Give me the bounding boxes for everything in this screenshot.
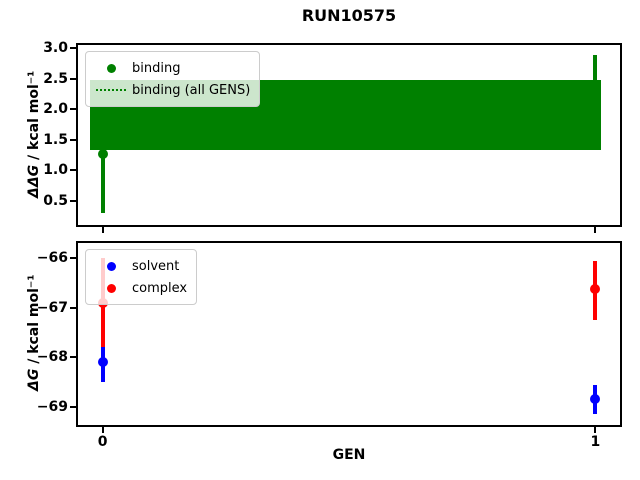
complex-dot-icon: [94, 283, 128, 293]
chart-title: RUN10575: [301, 6, 397, 25]
bottom-plot-area: solvent complex −69 −68 −67 −66 0 1: [37, 241, 622, 450]
y-tick-mark: [70, 257, 76, 260]
y-tick-label: 2.5: [43, 70, 68, 87]
y-tick-label: −66: [36, 250, 68, 267]
solvent-data-point: [97, 357, 108, 368]
y-tick-mark: [70, 356, 76, 359]
legend-label-complex: complex: [132, 280, 188, 296]
binding-data-point: [97, 148, 108, 159]
y-tick-mark: [70, 108, 76, 111]
x-tick-mark: [594, 427, 597, 433]
y-tick-mark: [70, 306, 76, 309]
y-tick-label: −68: [36, 349, 68, 366]
binding-data-point: [590, 92, 601, 103]
legend-label-binding: binding: [132, 60, 181, 76]
y-tick-label: −69: [36, 398, 68, 415]
y-tick-mark: [70, 138, 76, 141]
x-axis-label: GEN: [332, 447, 366, 463]
solvent-dot-icon: [94, 261, 128, 271]
bottom-legend: solvent complex: [85, 249, 198, 305]
y-axis-label-bottom: ΔG / kcal mol⁻¹: [24, 241, 44, 425]
legend-label-binding-all-gens: binding (all GENS): [132, 82, 251, 98]
y-axis-label-top-units: / kcal mol⁻¹: [26, 70, 42, 165]
legend-item-binding-all-gens: binding (all GENS): [94, 79, 250, 101]
y-axis-label-top-math: ΔΔG: [26, 164, 42, 198]
y-axis-label-top: ΔΔG / kcal mol⁻¹: [24, 43, 44, 225]
x-tick-mark: [101, 227, 104, 233]
complex-data-point: [590, 283, 601, 294]
y-tick-mark: [70, 405, 76, 408]
x-tick-label: 0: [97, 434, 108, 450]
y-tick-mark: [70, 199, 76, 202]
y-tick-mark: [70, 47, 76, 50]
x-tick-mark: [101, 427, 104, 433]
binding-dot-icon: [94, 63, 128, 73]
y-tick-mark: [70, 77, 76, 80]
y-tick-label: 1.0: [43, 162, 68, 179]
solvent-data-point: [590, 394, 601, 405]
legend-item-solvent: solvent: [94, 255, 187, 277]
x-tick-label: 1: [590, 434, 601, 450]
y-tick-mark: [70, 169, 76, 172]
y-tick-label: 2.0: [43, 101, 68, 118]
legend-item-complex: complex: [94, 277, 187, 299]
y-tick-label: 1.5: [43, 131, 68, 148]
top-legend: binding binding (all GENS): [85, 51, 261, 107]
legend-item-binding: binding: [94, 57, 250, 79]
y-axis-label-bottom-math: ΔG: [26, 368, 42, 392]
top-plot-area: binding binding (all GENS) 0.5 1.0 1.5 2.0 2…: [43, 40, 622, 233]
x-tick-mark: [594, 227, 597, 233]
legend-label-solvent: solvent: [132, 258, 180, 274]
y-tick-label: 3.0: [43, 40, 68, 57]
y-tick-label: 0.5: [43, 192, 68, 209]
y-tick-label: −67: [36, 299, 68, 316]
dotted-line-icon: [94, 89, 128, 91]
